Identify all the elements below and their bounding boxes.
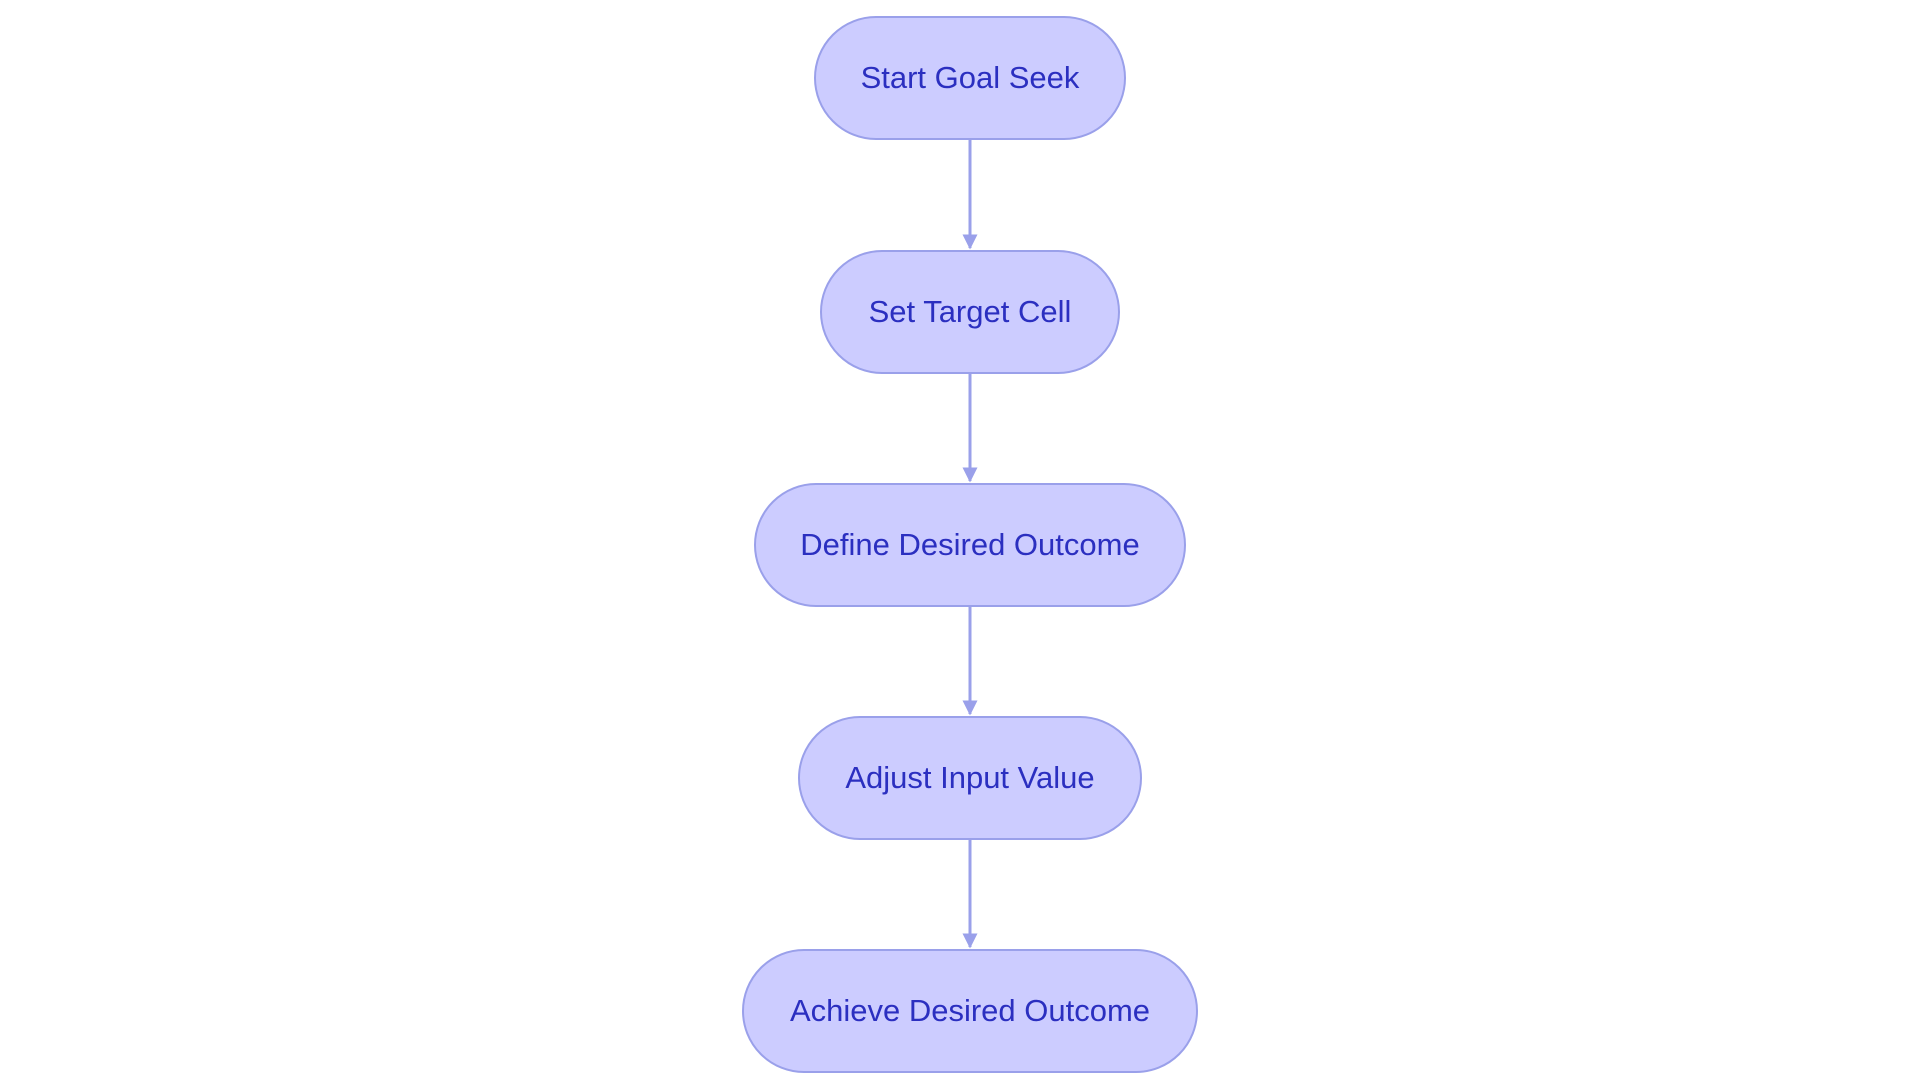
node-label: Set Target Cell (868, 294, 1072, 329)
node-adjust-input-value: Adjust Input Value (798, 716, 1142, 840)
node-label: Start Goal Seek (860, 60, 1080, 95)
node-define-desired-outcome: Define Desired Outcome (754, 483, 1186, 607)
node-start-goal-seek: Start Goal Seek (814, 16, 1126, 140)
node-label: Achieve Desired Outcome (789, 993, 1151, 1028)
node-label: Adjust Input Value (845, 760, 1095, 795)
node-achieve-desired-outcome: Achieve Desired Outcome (742, 949, 1198, 1073)
node-set-target-cell: Set Target Cell (820, 250, 1120, 374)
node-label: Define Desired Outcome (800, 527, 1140, 562)
